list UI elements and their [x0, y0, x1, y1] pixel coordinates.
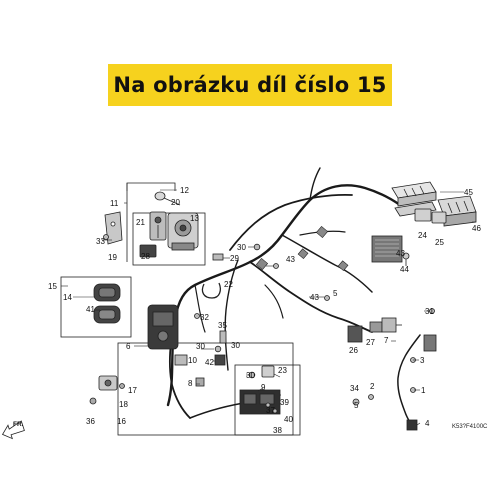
part-label: 38 — [273, 426, 282, 435]
regulator-rectifier — [371, 235, 403, 263]
part-label: 12 — [180, 186, 189, 195]
key-20 — [154, 191, 181, 206]
part-label: 43 — [310, 293, 319, 302]
part-label: 45 — [464, 188, 473, 197]
part-label: 32 — [200, 313, 209, 322]
part-label: 1 — [421, 386, 426, 395]
part-label: 19 — [108, 253, 117, 262]
clips-43 — [273, 263, 330, 301]
part-8 — [195, 377, 205, 387]
part-label: 11 — [110, 199, 119, 208]
part-label: 13 — [190, 214, 199, 223]
front-label: FR. — [13, 421, 24, 428]
part-label: 26 — [349, 346, 358, 355]
part-label: 37 — [266, 406, 275, 415]
part-label: 34 — [350, 384, 359, 393]
part-label: 46 — [472, 224, 481, 233]
bolt-29 — [212, 253, 224, 261]
part-label: 20 — [171, 198, 180, 207]
ignition-switch — [167, 212, 199, 251]
part-label: 41 — [86, 305, 95, 314]
part-label: 36 — [86, 417, 95, 426]
relay-fasteners — [265, 402, 278, 414]
frame-lower-assembly — [117, 342, 294, 436]
diagram-code: K53?F4100C — [452, 424, 488, 430]
part-label: 33 — [96, 237, 105, 246]
part-label: 29 — [230, 254, 239, 263]
part-labels: 11 12 20 21 13 33 19 28 30 29 22 15 14 4… — [48, 186, 481, 435]
connector-pair — [414, 208, 447, 224]
part-label: 9 — [261, 383, 266, 392]
part-label: 2 — [370, 382, 375, 391]
part-label: 22 — [224, 280, 233, 289]
front-direction-arrow: FR. — [1, 420, 25, 440]
control-unit-6 — [147, 304, 179, 350]
part-label: 5 — [333, 289, 338, 298]
part-label: 27 — [366, 338, 375, 347]
bolts-34-2 — [352, 394, 374, 406]
part-label: 35 — [218, 321, 227, 330]
part-label: 30 — [196, 342, 205, 351]
grommet-22 — [201, 282, 221, 299]
part-number-banner: Na obrázku díl číslo 15 — [108, 64, 392, 106]
frame-switch-assembly — [132, 212, 206, 266]
part-label: 5 — [354, 401, 359, 410]
part-label: 44 — [400, 265, 409, 274]
part-28-block — [139, 244, 157, 258]
bolt-36 — [89, 397, 97, 405]
part-label: 7 — [384, 336, 389, 345]
banner-text: Na obrázku díl číslo 15 — [113, 73, 387, 97]
part-label: 40 — [284, 415, 293, 424]
part-label: 39 — [280, 398, 289, 407]
part-18-sensor — [98, 375, 118, 391]
part-label: 10 — [188, 356, 197, 365]
ecu-unit — [391, 181, 437, 217]
harness-clips — [255, 225, 349, 272]
leader-lines — [61, 189, 476, 426]
ecu-cover — [437, 195, 477, 227]
bolt-44 — [402, 252, 410, 266]
sensor-27 — [369, 321, 383, 333]
part-label: 16 — [117, 417, 126, 426]
part-label: 43 — [286, 255, 295, 264]
part-label: 30 — [231, 341, 240, 350]
part-label: 24 — [418, 231, 427, 240]
relay-23 — [261, 365, 275, 378]
part-label: 14 — [63, 293, 72, 302]
key-set — [93, 283, 121, 324]
part-label: 31 — [425, 307, 434, 316]
frame-key-set-15 — [60, 276, 132, 338]
part-label: 8 — [188, 379, 193, 388]
part-label: 42 — [205, 358, 214, 367]
part-label: 6 — [126, 342, 131, 351]
sensor-26 — [347, 325, 363, 343]
part-label: 43 — [396, 249, 405, 258]
lock-cylinder — [149, 211, 167, 241]
part-42 — [214, 354, 226, 366]
part-label: 28 — [141, 252, 150, 261]
part-10 — [174, 354, 188, 366]
bolt-17 — [119, 383, 125, 389]
part-label: 23 — [278, 366, 287, 375]
part-label: 18 — [119, 400, 128, 409]
part-label: 30 — [246, 371, 255, 380]
part-label: 25 — [435, 238, 444, 247]
part-label: 3 — [420, 356, 425, 365]
part-label: 30 — [237, 243, 246, 252]
part-label: 17 — [128, 386, 137, 395]
part-label: 4 — [425, 419, 430, 428]
frame-relay-box — [234, 364, 301, 436]
bolts-30 — [214, 243, 261, 379]
group-frames — [60, 182, 301, 436]
part-label: 21 — [136, 218, 145, 227]
screw-33 — [103, 234, 109, 240]
sensor-4 — [406, 334, 437, 431]
part-label: 15 — [48, 282, 57, 291]
parts-32-35 — [194, 313, 227, 344]
sensor-7 — [381, 317, 402, 333]
